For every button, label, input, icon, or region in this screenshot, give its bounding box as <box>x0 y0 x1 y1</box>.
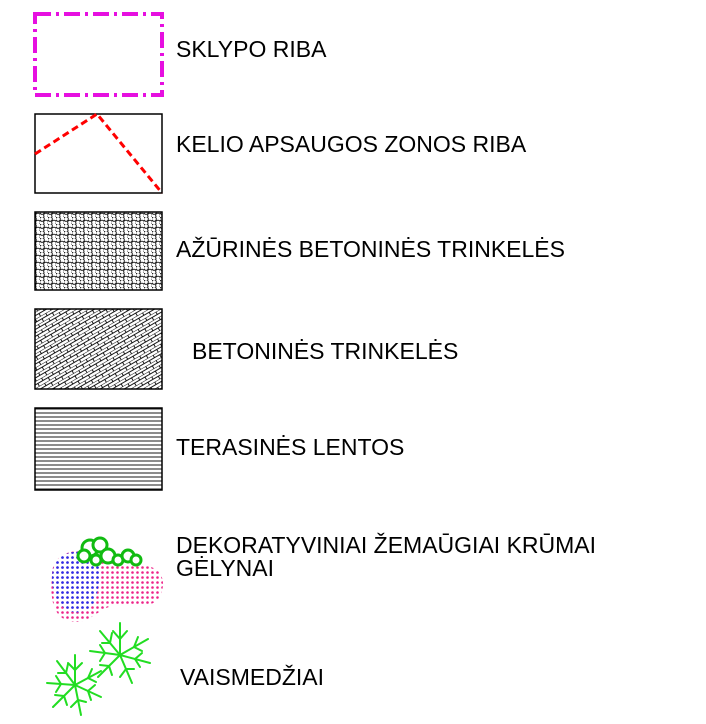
label-openwork-pavers: AŽŪRINĖS BETONINĖS TRINKELĖS <box>176 236 565 262</box>
openwork-pavers-swatch <box>34 211 163 291</box>
label-concrete-pavers: BETONINĖS TRINKELĖS <box>192 338 459 364</box>
label-shrubs-line-1: DEKORATYVINIAI ŽEMAŪGIAI KRŪMAI <box>176 532 597 558</box>
road-protection-zone-swatch <box>34 112 164 194</box>
label-terrace-boards: TERASINĖS LENTOS <box>176 434 405 460</box>
fruit-trees-icon <box>46 622 151 716</box>
shrubs-flowerbeds-icon <box>51 536 164 623</box>
plot-boundary-swatch <box>33 12 164 97</box>
label-road-protection-zone: KELIO APSAUGOS ZONOS RIBA <box>176 131 527 157</box>
concrete-pavers-swatch <box>34 308 163 390</box>
terrace-boards-swatch <box>34 407 163 491</box>
label-shrubs-line-2: GĖLYNAI <box>176 555 274 581</box>
label-plot-boundary: SKLYPO RIBA <box>176 36 327 62</box>
label-fruit-trees: VAISMEDŽIAI <box>180 664 324 690</box>
